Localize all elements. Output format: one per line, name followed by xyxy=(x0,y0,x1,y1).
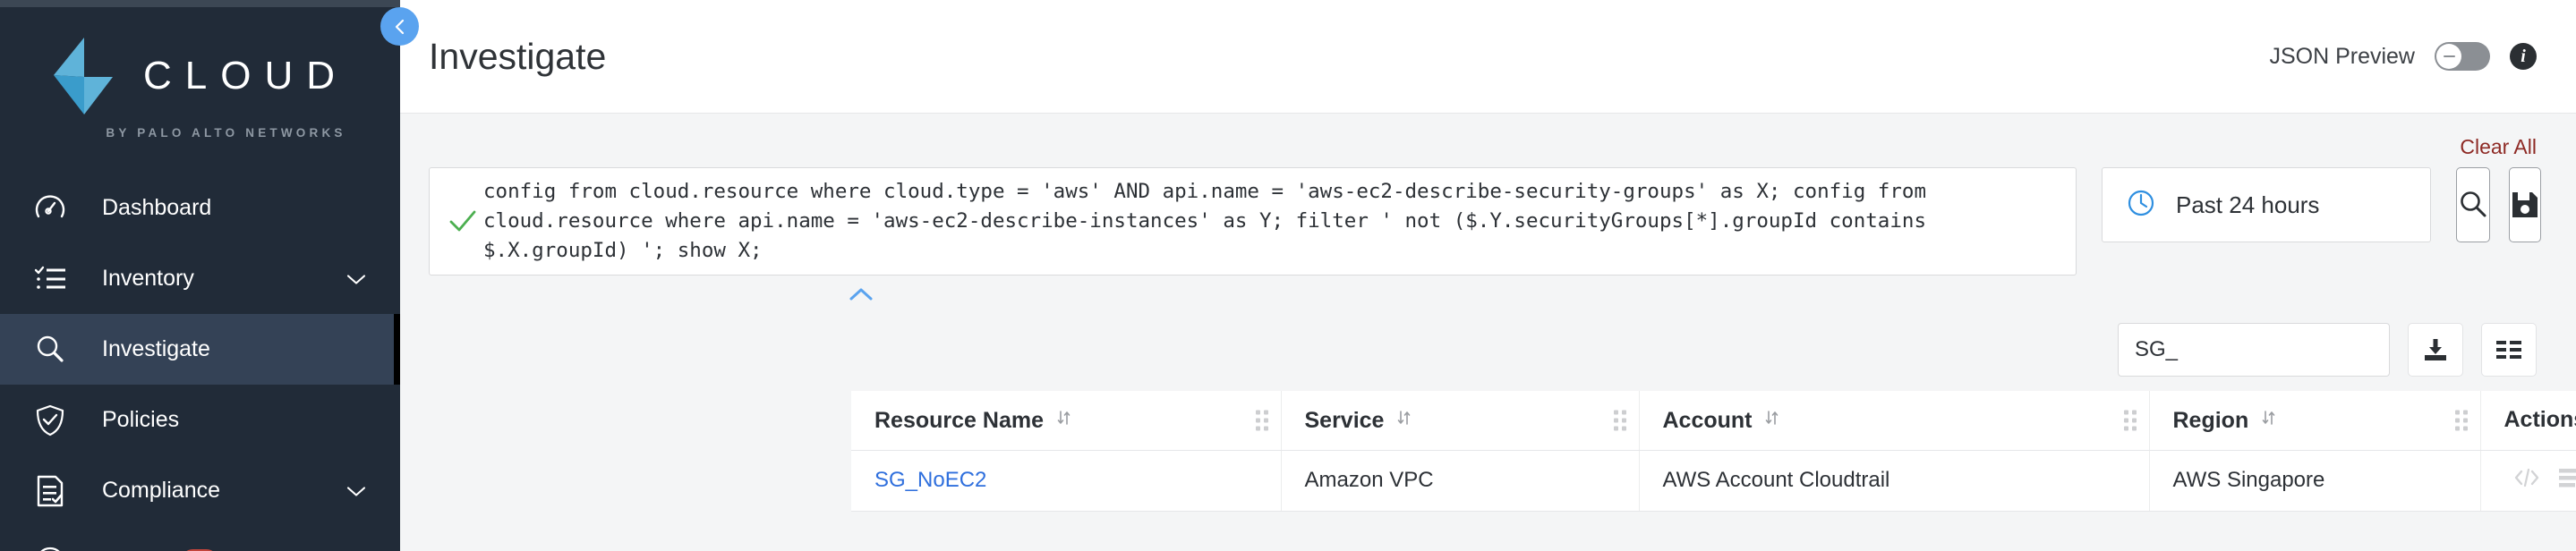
clock-icon xyxy=(2126,188,2156,223)
column-header-label: Service xyxy=(1304,407,1385,433)
query-valid-check-icon xyxy=(442,208,483,235)
sidebar-item-label: Policies xyxy=(102,407,180,432)
clear-all-button[interactable]: Clear All xyxy=(2460,134,2537,158)
sort-icon[interactable] xyxy=(1397,407,1412,433)
chevron-down-icon[interactable] xyxy=(346,478,366,504)
page-header: Investigate JSON Preview i xyxy=(400,0,2576,114)
json-preview-toggle[interactable] xyxy=(2435,42,2490,71)
sidebar-item-compliance[interactable]: Compliance xyxy=(0,455,400,526)
sort-icon[interactable] xyxy=(2262,407,2276,433)
cell-account: AWS Account Cloudtrail xyxy=(1639,450,2150,512)
sidebar-collapse-button[interactable] xyxy=(380,7,419,46)
magnifier-icon xyxy=(2461,191,2486,217)
brand-logo: CLOUD BY PALO ALTO NETWORKS xyxy=(0,7,400,164)
table-header-row: Resource Name Service xyxy=(851,391,2576,451)
alerts-count-badge: 56 xyxy=(180,549,218,551)
chevron-down-icon[interactable] xyxy=(346,266,366,292)
main-content: Investigate JSON Preview i Clear All con… xyxy=(400,0,2576,551)
exclamation-circle-icon xyxy=(25,542,75,551)
sidebar-item-inventory[interactable]: Inventory xyxy=(0,243,400,314)
checklist-icon xyxy=(25,259,75,299)
column-header-label: Actions xyxy=(2503,407,2576,433)
sidebar-nav: Dashboard Inventory xyxy=(0,173,400,551)
cell-region: AWS Singapore xyxy=(2149,450,2481,512)
query-editor[interactable]: config from cloud.resource where cloud.t… xyxy=(429,167,2077,276)
list-icon[interactable] xyxy=(2556,467,2576,495)
column-resize-grip[interactable] xyxy=(2454,410,2468,431)
code-icon[interactable] xyxy=(2513,467,2540,495)
cell-service: Amazon VPC xyxy=(1281,450,1640,512)
sidebar-item-label: Compliance xyxy=(102,478,221,503)
toggle-knob xyxy=(2436,44,2461,69)
chevron-left-icon xyxy=(395,19,404,34)
sort-icon[interactable] xyxy=(1057,407,1071,433)
column-header-region[interactable]: Region xyxy=(2149,391,2481,451)
shield-check-icon xyxy=(25,401,75,440)
header-actions: JSON Preview i xyxy=(2269,42,2537,71)
query-text: config from cloud.resource where cloud.t… xyxy=(483,180,1939,262)
column-header-label: Account xyxy=(1662,407,1753,433)
sidebar-item-label: Inventory xyxy=(102,266,194,291)
column-header-service[interactable]: Service xyxy=(1281,391,1640,451)
run-search-button[interactable] xyxy=(2456,167,2490,242)
column-settings-button[interactable] xyxy=(2481,323,2537,377)
palo-alto-logo-icon xyxy=(52,37,115,114)
sidebar-item-dashboard[interactable]: Dashboard xyxy=(0,173,400,243)
save-query-button[interactable] xyxy=(2509,167,2541,242)
floppy-disk-icon xyxy=(2512,192,2538,217)
sidebar-item-label: Investigate xyxy=(102,336,210,361)
time-range-value: Past 24 hours xyxy=(2176,191,2320,218)
chevron-up-icon xyxy=(849,288,873,301)
sidebar-item-label: Dashboard xyxy=(102,195,212,220)
column-header-label: Region xyxy=(2172,407,2249,433)
column-header-label: Resource Name xyxy=(874,407,1044,433)
clear-all-row: Clear All xyxy=(400,114,2576,167)
json-preview-label: JSON Preview xyxy=(2269,43,2415,69)
column-header-actions: Actions xyxy=(2480,391,2576,451)
column-header-resource-name[interactable]: Resource Name xyxy=(851,391,1282,451)
magnifier-icon xyxy=(25,330,75,369)
columns-icon xyxy=(2496,341,2521,359)
query-row: config from cloud.resource where cloud.t… xyxy=(400,167,2576,276)
cell-resource-name: SG_NoEC2 xyxy=(851,450,1282,512)
brand-tagline: BY PALO ALTO NETWORKS xyxy=(106,125,346,140)
sidebar-item-alerts[interactable]: Alerts 56 xyxy=(0,526,400,551)
sidebar-item-policies[interactable]: Policies xyxy=(0,385,400,455)
results-table: Resource Name Service xyxy=(851,391,2576,512)
sidebar-item-label: Alerts xyxy=(102,548,159,551)
download-button[interactable] xyxy=(2408,323,2463,377)
document-check-icon xyxy=(25,471,75,511)
speedometer-icon xyxy=(25,189,75,228)
column-resize-grip[interactable] xyxy=(1613,410,1626,431)
time-range-picker[interactable]: Past 24 hours xyxy=(2102,167,2431,242)
download-icon xyxy=(2425,339,2446,360)
page-title: Investigate xyxy=(429,35,607,77)
table-search-field[interactable] xyxy=(2118,323,2437,377)
resource-name-link[interactable]: SG_NoEC2 xyxy=(874,468,987,492)
sidebar-top-strip xyxy=(0,0,400,7)
column-resize-grip[interactable] xyxy=(2123,410,2137,431)
query-collapse-button[interactable] xyxy=(400,276,2576,307)
table-row: SG_NoEC2 Amazon VPC AWS Account Cloudtra… xyxy=(851,450,2576,512)
info-icon[interactable]: i xyxy=(2510,43,2537,70)
column-header-account[interactable]: Account xyxy=(1639,391,2150,451)
cell-actions xyxy=(2480,450,2576,512)
results-table-wrapper: Resource Name Service xyxy=(400,391,2576,512)
column-resize-grip[interactable] xyxy=(1255,410,1268,431)
sidebar-item-investigate[interactable]: Investigate xyxy=(0,314,400,385)
sidebar: CLOUD BY PALO ALTO NETWORKS Dashboard xyxy=(0,0,419,551)
brand-name: CLOUD xyxy=(142,53,349,97)
table-toolbar xyxy=(400,323,2576,377)
sort-icon[interactable] xyxy=(1765,407,1779,433)
table-search-input[interactable] xyxy=(2135,337,2412,362)
